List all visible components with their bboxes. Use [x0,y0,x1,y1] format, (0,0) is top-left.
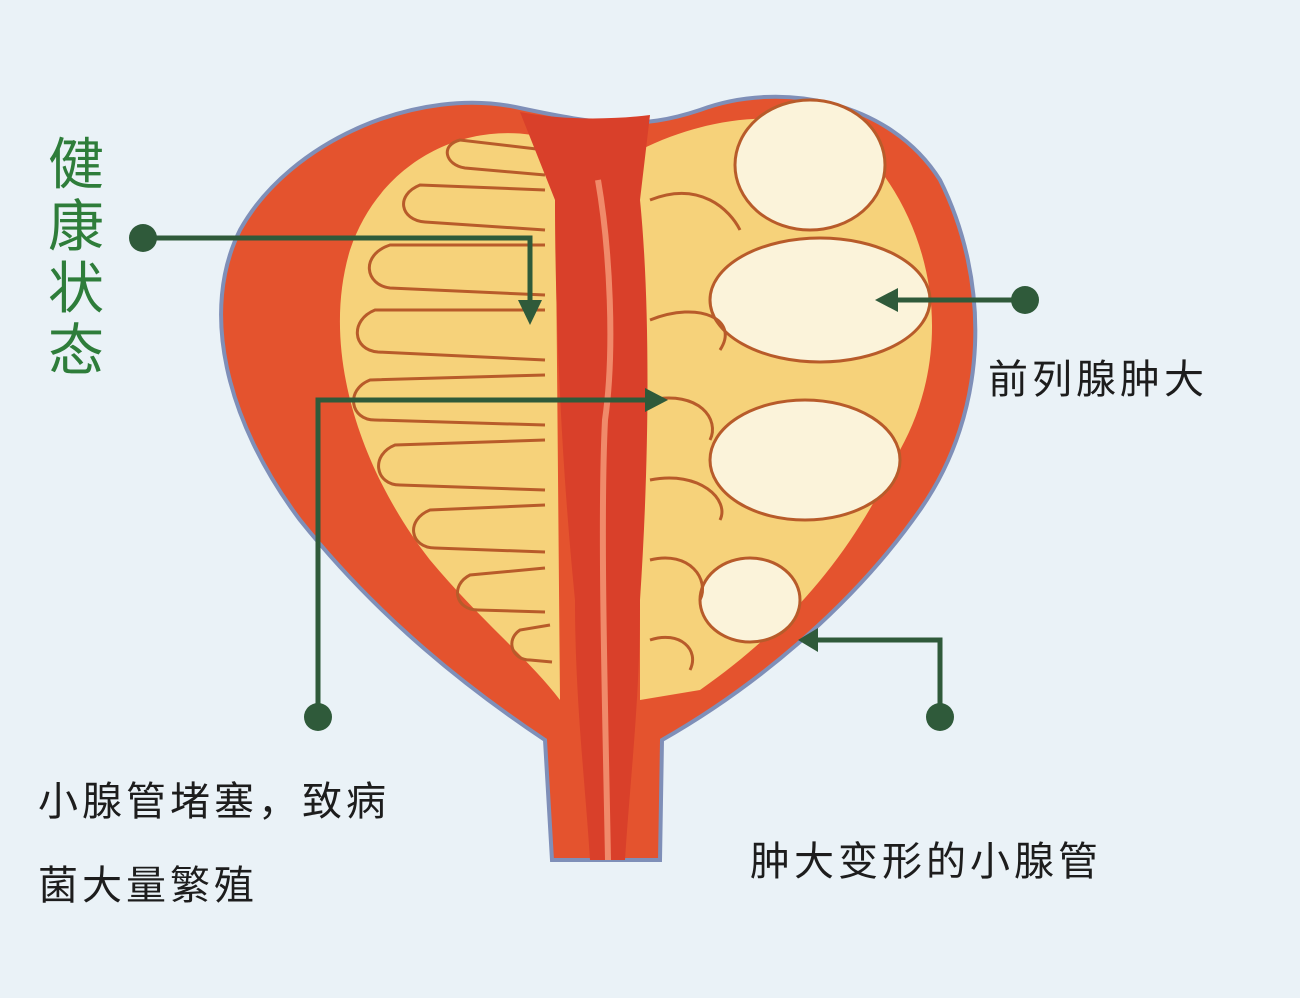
enlarged-prostate-label: 前列腺肿大 [988,357,1208,403]
right-ducts [649,192,742,671]
deformed-duct-label: 肿大变形的小腺管 [750,839,1102,885]
leader-lines [143,235,1025,717]
healthy-state-label: 健康状态 [48,133,104,384]
enlarged-lobes [698,98,932,644]
leader-arrows [518,288,898,652]
leader-dots [129,224,1039,731]
blocked-duct-label-line1: 小腺管堵塞，致病 [38,779,390,825]
urethra [520,112,650,860]
urethra-lumen [595,179,614,861]
blocked-duct-label-line2: 菌大量繁殖 [38,863,258,909]
left-ducts [352,138,553,664]
left-gland-zone [339,133,560,700]
